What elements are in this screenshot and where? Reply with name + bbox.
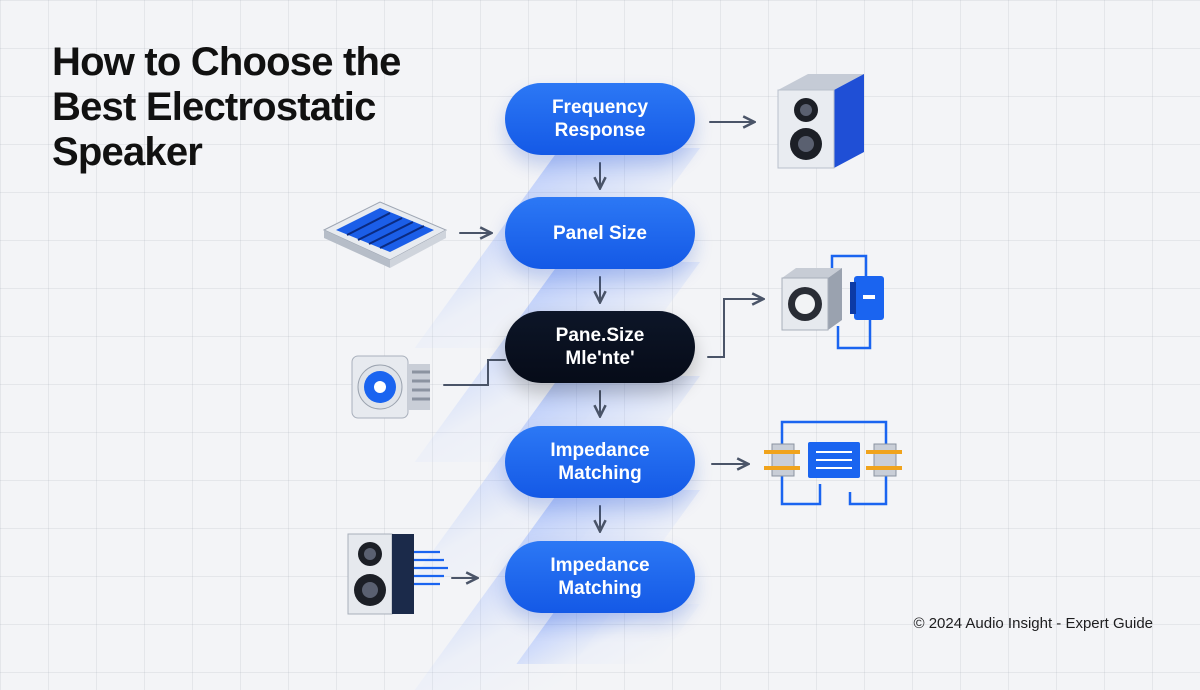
step-3-label-line-2: Mle'nte' — [565, 348, 635, 369]
step-4-label-line-2: Matching — [558, 463, 642, 484]
circuit-module-icon — [764, 420, 902, 506]
speaker-cabinet-icon — [777, 74, 864, 169]
step-5-label-line-2: Matching — [558, 578, 642, 599]
step-frequency-response[interactable]: Frequency Response — [505, 83, 695, 155]
step-4-label-line-1: Impedance — [550, 440, 650, 461]
side-connector-driver — [443, 359, 506, 386]
step-3-label-line-1: Pane.Size — [555, 325, 645, 346]
speaker-amplifier-icon — [781, 254, 884, 350]
copyright-footer: © 2024 Audio Insight - Expert Guide — [913, 615, 1153, 632]
electrostatic-panel-icon — [322, 201, 448, 268]
dual-woofer-speaker-icon — [347, 533, 448, 615]
step-2-label-line-1: Panel Size — [553, 222, 647, 244]
step-panel-size[interactable]: Panel Size — [505, 197, 695, 269]
step-1-label-line-2: Response — [554, 120, 646, 141]
step-impedance-matching-final[interactable]: Impedance Matching — [505, 541, 695, 613]
connector-layer — [443, 0, 1200, 669]
page-title: How to Choose the Best Electrostatic Spe… — [52, 40, 401, 175]
side-arrow-amplifier — [707, 299, 762, 358]
circular-driver-icon — [351, 355, 430, 419]
title-line-1: How to Choose the — [52, 40, 401, 84]
step-5-label-line-1: Impedance — [550, 555, 650, 576]
step-impedance-matching[interactable]: Impedance Matching — [505, 426, 695, 498]
step-panel-size-material[interactable]: Pane.Size Mle'nte' — [505, 311, 695, 383]
step-1-label-line-1: Frequency — [551, 97, 649, 118]
title-line-2: Best Electrostatic — [52, 85, 376, 129]
title-line-3: Speaker — [52, 130, 203, 174]
